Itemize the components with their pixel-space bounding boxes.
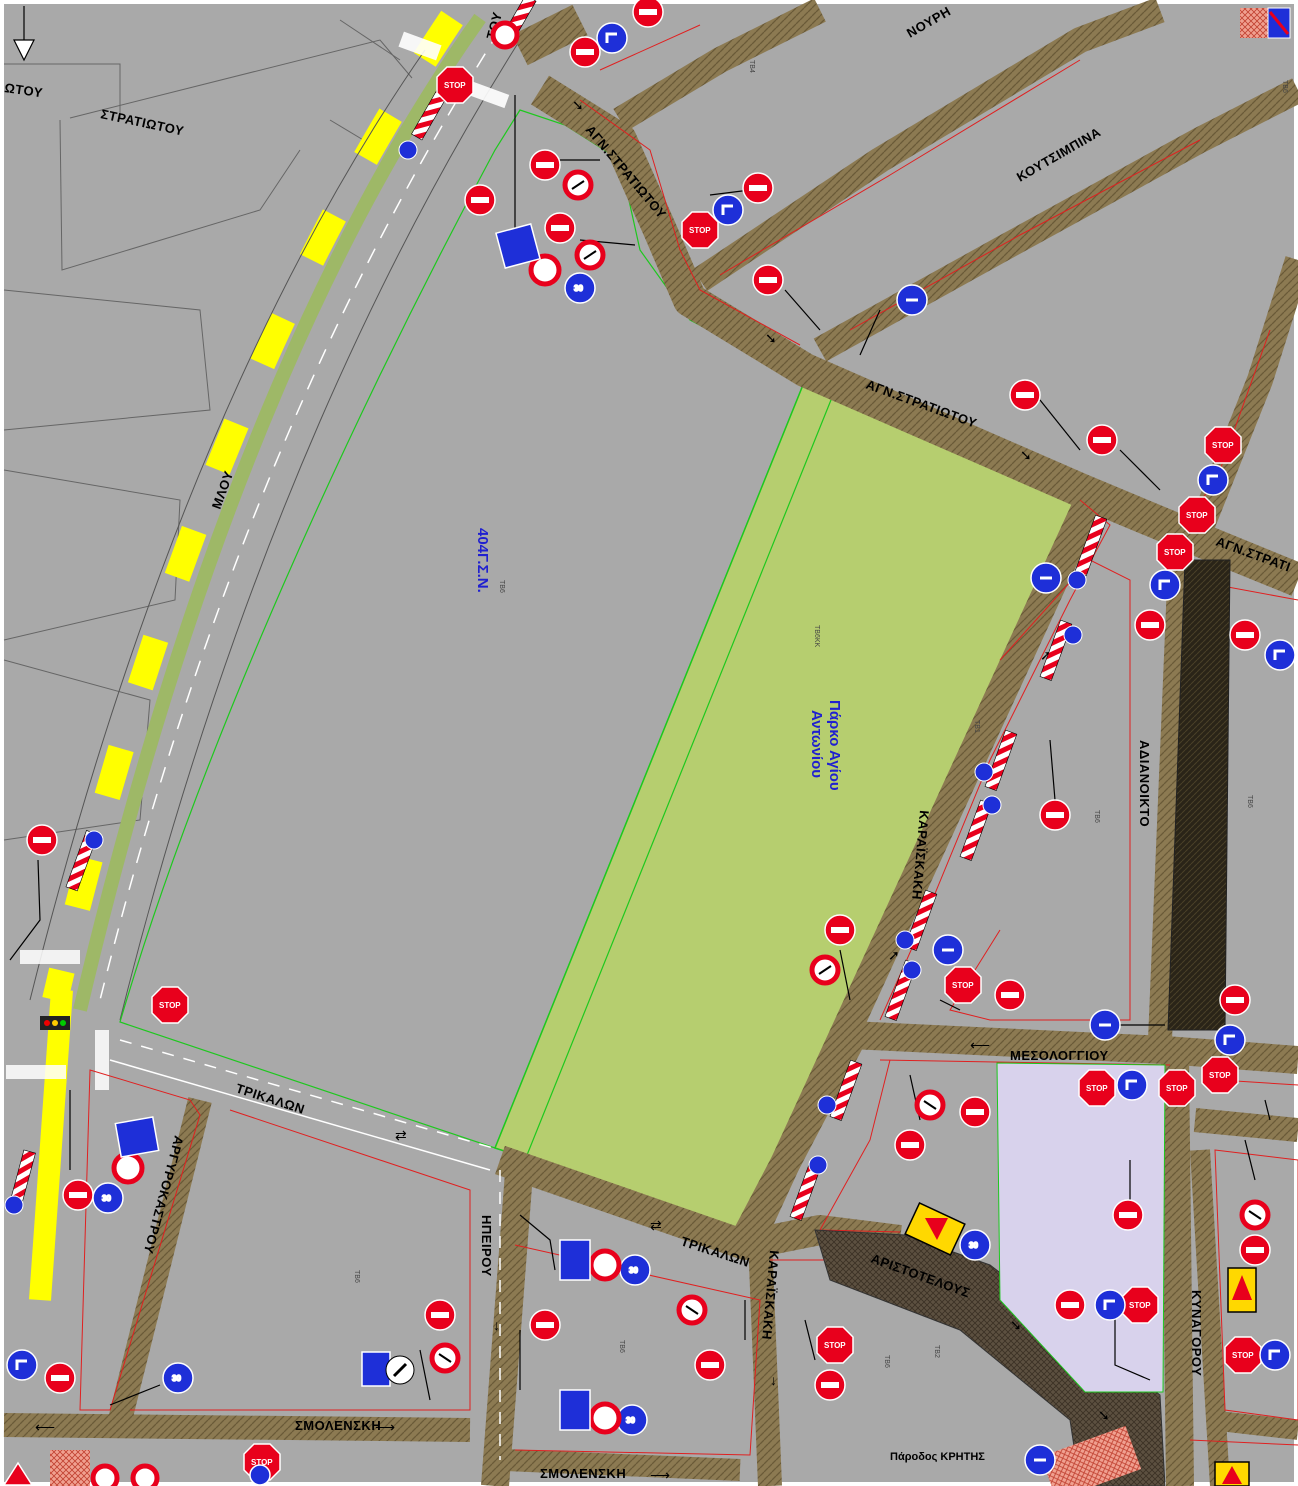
street-ipeirou: ΗΠΕΙΡΟΥ	[479, 1215, 494, 1277]
stop-signs: STOP STOP STOP STOP STOP STOP STOP STOP …	[151, 66, 1262, 1481]
svg-text:➘: ➘	[572, 97, 584, 113]
no-entry-signs	[26, 0, 1271, 1401]
svg-text:30: 30	[102, 1194, 111, 1203]
svg-text:ΤΒ6: ΤΒ6	[883, 1355, 890, 1368]
svg-text:↓: ↓	[770, 1372, 777, 1388]
svg-text:➚: ➚	[1040, 647, 1052, 663]
svg-text:ΤΒ6: ΤΒ6	[1093, 810, 1100, 823]
svg-text:STOP: STOP	[1212, 441, 1234, 450]
road-edge-2	[29, 49, 426, 1001]
svg-text:30: 30	[969, 1241, 978, 1250]
road-lane-line	[99, 29, 501, 1001]
svg-text:STOP: STOP	[824, 1341, 846, 1350]
traffic-light-icon	[40, 1016, 70, 1030]
main-road-median	[73, 13, 486, 1012]
svg-text:ΤΒ1: ΤΒ1	[973, 720, 980, 733]
svg-text:STOP: STOP	[1164, 548, 1186, 557]
svg-text:STOP: STOP	[159, 1001, 181, 1010]
svg-text:STOP: STOP	[689, 226, 711, 235]
svg-text:➚: ➚	[888, 947, 900, 963]
svg-text:30: 30	[629, 1266, 638, 1275]
road-edge	[119, 39, 521, 1021]
svg-text:↓: ↓	[493, 1317, 500, 1333]
yellow-marking	[42, 10, 463, 1003]
svg-text:30: 30	[574, 284, 583, 293]
gsn-area-outline	[119, 109, 806, 1149]
svg-text:STOP: STOP	[952, 981, 974, 990]
block-codes: ΤΒ6 ΤΒ6 ΤΒ6 ΤΒ6 ΤΒ6 ΤΒ6 ΤΒ6 ΤΒ4 ΤΒ1 ΤΒ2 …	[353, 60, 1288, 1368]
svg-text:ΤΒ6: ΤΒ6	[1246, 795, 1253, 808]
svg-text:⟶: ⟶	[650, 1467, 670, 1483]
red-patch-2	[1040, 1425, 1142, 1486]
area-label-404gsn: 404Γ.Σ.Ν.	[474, 528, 491, 593]
svg-text:ΤΒ2: ΤΒ2	[933, 1345, 940, 1358]
svg-text:ΤΒ6ΚΚ: ΤΒ6ΚΚ	[813, 625, 820, 648]
svg-text:STOP: STOP	[1129, 1301, 1151, 1310]
park-label-line1: Πάρκο Αγίου	[826, 700, 843, 791]
svg-text:30: 30	[626, 1416, 635, 1425]
trikalon-road-lines	[109, 1039, 501, 1460]
svg-text:➘: ➘	[765, 330, 777, 346]
blue-direction-signs: 30 30 30 30 30 30	[6, 22, 1296, 1486]
svg-text:STOP: STOP	[1186, 511, 1208, 520]
svg-text:ΤΒ6: ΤΒ6	[618, 1340, 625, 1353]
svg-text:➘: ➘	[1098, 1407, 1110, 1423]
svg-text:30: 30	[172, 1374, 181, 1383]
street-stratiotou-clip: ΩΤΟΥ	[4, 80, 44, 100]
svg-text:⟵: ⟵	[35, 1419, 55, 1435]
svg-text:STOP: STOP	[1209, 1071, 1231, 1080]
street-mesologgiou: ΜΕΣΟΛΟΓΓΙΟΥ	[1010, 1048, 1109, 1063]
svg-text:⇄: ⇄	[395, 1127, 407, 1143]
park-label-line2: Αντωνίου	[808, 710, 825, 778]
info-square-signs	[114, 223, 591, 1431]
street-smolenski-2: ΣΜΟΛΕΝΣΚΗ	[540, 1466, 626, 1481]
no-turn-signs	[90, 20, 1271, 1486]
svg-text:STOP: STOP	[1166, 1084, 1188, 1093]
svg-text:ΤΒ6: ΤΒ6	[353, 1270, 360, 1283]
street-right-vertical: ΚΥΝΑΓΟΡΟΥ	[1189, 1290, 1204, 1376]
crete-label: Πάροδος ΚΡΗΤΗΣ	[890, 1451, 985, 1463]
warning-signs	[2, 7, 1291, 1486]
svg-text:STOP: STOP	[251, 1458, 273, 1467]
north-arrow-icon	[13, 6, 35, 62]
svg-text:STOP: STOP	[444, 81, 466, 90]
barrier-lights	[4, 140, 1087, 1215]
svg-text:STOP: STOP	[1232, 1351, 1254, 1360]
svg-text:⇄: ⇄	[650, 1217, 662, 1233]
street-adianoikto: ΑΔΙΑΝΟΙΚΤΟ	[1137, 740, 1152, 827]
svg-text:STOP: STOP	[1086, 1084, 1108, 1093]
svg-text:⟵: ⟵	[970, 1037, 990, 1053]
yellow-marking-south	[29, 989, 73, 1301]
park-inner-line	[524, 389, 836, 1161]
svg-text:⟶: ⟶	[375, 1419, 395, 1435]
street-smolenski-1: ΣΜΟΛΕΝΣΚΗ	[295, 1418, 381, 1433]
svg-text:➘: ➘	[1020, 447, 1032, 463]
svg-text:ΤΒ6: ΤΒ6	[498, 580, 505, 593]
svg-text:ΤΒ6: ΤΒ6	[1281, 80, 1288, 93]
direction-arrows: ➘ ➘ ➘ ➚ ⟵ ➘ ➘ ⟵ ⟶ ⟶ ⇄ ⇄ ↓ ↓ ➚ ➚	[35, 97, 1110, 1483]
svg-text:ΤΒ4: ΤΒ4	[748, 60, 755, 73]
svg-text:➘: ➘	[1010, 1317, 1022, 1333]
red-patch-1	[50, 1450, 90, 1486]
